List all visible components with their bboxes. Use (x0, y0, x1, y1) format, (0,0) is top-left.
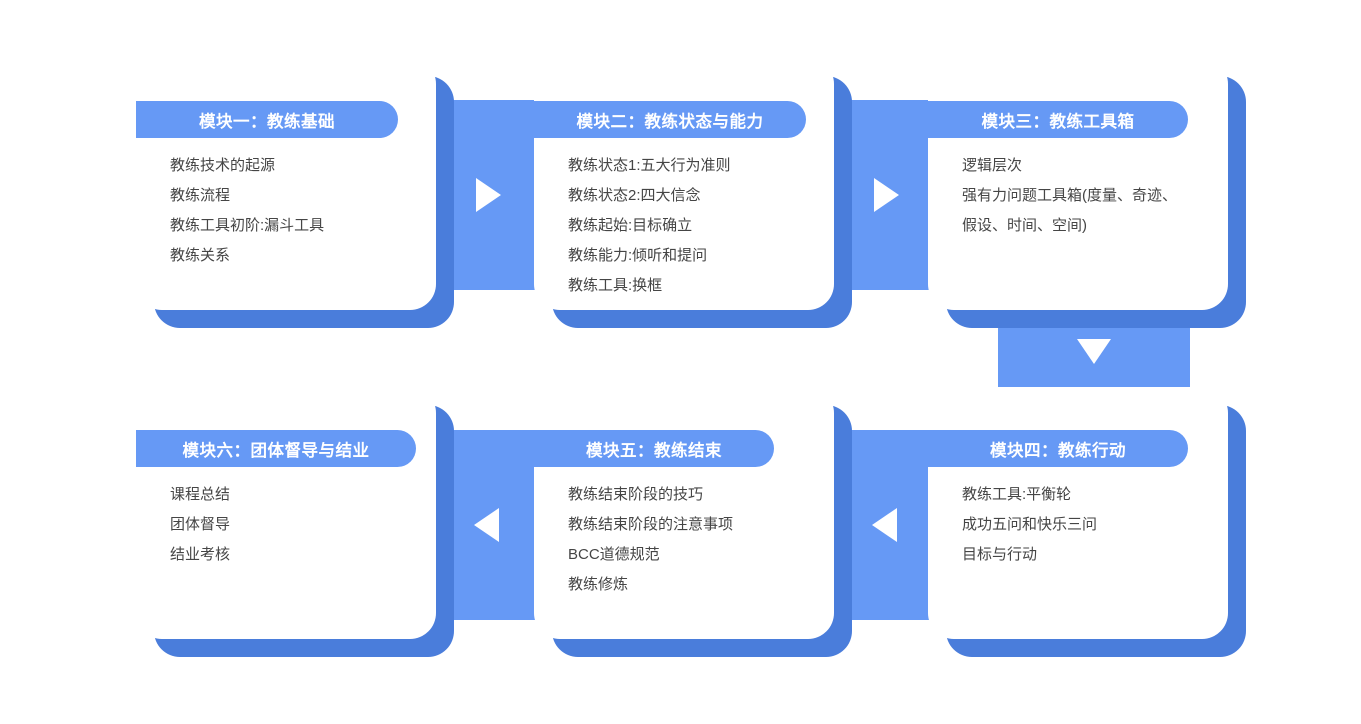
module-header-1: 模块一：教练基础 (136, 101, 398, 138)
module-header-label: 模块二：教练状态与能力 (576, 112, 764, 131)
module-header-5: 模块五：教练结束 (534, 430, 774, 467)
arrow-left-icon (872, 508, 897, 542)
card-surface (136, 387, 436, 639)
module-header-label: 模块一：教练基础 (199, 112, 335, 131)
module-header-label: 模块三：教练工具箱 (981, 112, 1135, 131)
module-header-2: 模块二：教练状态与能力 (534, 101, 806, 138)
module-header-label: 模块四：教练行动 (990, 441, 1126, 460)
arrow-right-icon (874, 178, 899, 212)
arrow-right-icon (476, 178, 501, 212)
module-header-label: 模块五：教练结束 (586, 441, 722, 460)
arrow-left-icon (474, 508, 499, 542)
module-item: 强有力问题工具箱(度量、奇迹、假设、时间、空间) (962, 187, 1177, 234)
card-surface (534, 58, 834, 310)
arrow-down-icon (1077, 339, 1111, 364)
module-header-6: 模块六：团体督导与结业 (136, 430, 416, 467)
card-surface (136, 58, 436, 310)
module-header-3: 模块三：教练工具箱 (928, 101, 1188, 138)
card-surface (928, 387, 1228, 639)
module-header-4: 模块四：教练行动 (928, 430, 1188, 467)
card-surface (928, 58, 1228, 310)
module-header-label: 模块六：团体督导与结业 (182, 441, 370, 460)
card-surface (534, 387, 834, 639)
